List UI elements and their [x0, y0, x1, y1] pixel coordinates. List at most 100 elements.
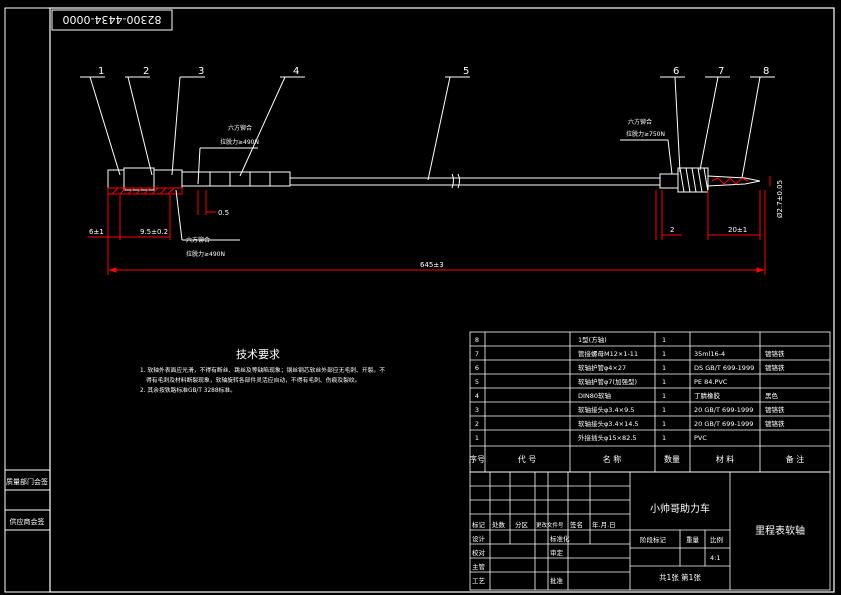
bom-header-name: 名 称 — [603, 454, 622, 464]
tb-scale: 比例 — [710, 535, 723, 544]
svg-text:PE 84.PVC: PE 84.PVC — [694, 378, 728, 386]
balloon-7: 7 — [718, 66, 724, 77]
svg-text:8: 8 — [475, 336, 479, 344]
svg-text:DS GB/T 699-1999: DS GB/T 699-1999 — [694, 364, 754, 372]
svg-text:软轴护管φ4×27: 软轴护管φ4×27 — [578, 363, 626, 372]
svg-text:丁腈橡胶: 丁腈橡胶 — [694, 391, 721, 400]
bom-header-code: 代 号 — [518, 454, 537, 464]
tb-change-doc: 更改文件号 — [536, 521, 564, 529]
svg-text:35ml16-4: 35ml16-4 — [694, 350, 725, 358]
hex-note-bottom-1: 六方铆合 — [186, 236, 210, 244]
svg-text:4: 4 — [475, 392, 479, 400]
svg-text:2: 2 — [475, 420, 479, 428]
svg-text:1: 1 — [662, 420, 666, 428]
bom-row: 8 1型(方轴) 1 — [475, 335, 666, 344]
bom-row: 7 管接螺母M12×1-11 1 35ml16-4 镀铬铁 — [475, 349, 785, 358]
tb-process: 工艺 — [472, 577, 486, 585]
svg-text:DIN80软轴: DIN80软轴 — [578, 391, 612, 400]
tech-line-1: 1. 软轴外表面应光滑，不得有断丝、跳丝及等缺陷现象；钢丝钢芯软丝外部应无毛刺、… — [140, 366, 385, 374]
tb-design: 设计 — [472, 534, 486, 543]
tb-manager: 主管 — [472, 562, 486, 571]
balloon-3: 3 — [198, 66, 204, 77]
svg-text:7: 7 — [475, 350, 479, 358]
svg-text:1: 1 — [662, 406, 666, 414]
tube-end-6 — [659, 173, 679, 189]
hex-note-right-1: 六方铆合 — [628, 118, 652, 126]
svg-text:6: 6 — [475, 364, 479, 372]
side-box-top — [4, 469, 51, 491]
dimension-lines — [88, 176, 771, 275]
balloon-6: 6 — [673, 66, 679, 77]
drawing-number-box — [51, 9, 173, 31]
svg-text:镀铬铁: 镀铬铁 — [765, 363, 785, 372]
svg-text:1: 1 — [662, 336, 666, 344]
bom-row: 3 软轴接头φ3.4×9.5 1 20 GB/T 699-1999 镀铬铁 — [475, 405, 785, 414]
balloon-4: 4 — [293, 66, 299, 77]
tb-part-name: 里程表软轴 — [755, 524, 805, 537]
bom-row: 2 软轴接头φ3.4×14.5 1 20 GB/T 699-1999 镀铬铁 — [475, 419, 785, 428]
dim-6: 6±1 — [89, 228, 104, 236]
balloon-labels: 1 2 3 4 5 6 7 8 — [98, 66, 769, 77]
svg-text:20 GB/T 699-1999: 20 GB/T 699-1999 — [694, 406, 753, 414]
bom-header-remark: 备 注 — [786, 454, 805, 464]
tb-company: 小帅哥助力车 — [650, 502, 710, 515]
square-shaft-8 — [707, 175, 761, 187]
break-mark — [451, 173, 460, 189]
dim-20: 20±1 — [728, 226, 747, 234]
svg-text:1: 1 — [662, 364, 666, 372]
dim-0-5: 0.5 — [218, 209, 229, 217]
hex-note-top-2: 拉脱力≥490N — [220, 138, 259, 146]
svg-text:1: 1 — [662, 350, 666, 358]
drawing-number: 82300-4434-0000 — [63, 13, 162, 26]
svg-text:3: 3 — [475, 406, 479, 414]
bom-header: 序号 代 号 名 称 数量 材 料 备 注 — [469, 454, 804, 464]
svg-text:1: 1 — [662, 378, 666, 386]
svg-text:镀铬铁: 镀铬铁 — [765, 349, 785, 358]
side-box-bottom — [4, 509, 51, 531]
hex-note-right-2: 拉脱力≥750N — [626, 130, 665, 138]
tech-line-2: 得有毛刺及材料断裂现象，软轴旋转各部件灵活应自动，不得有毛刺、伤痕及裂纹。 — [146, 376, 361, 384]
svg-text:1: 1 — [662, 434, 666, 442]
svg-text:软轴接头φ3.4×9.5: 软轴接头φ3.4×9.5 — [578, 405, 634, 414]
tb-standardize: 标准化 — [550, 534, 570, 543]
tb-scale-value: 4:1 — [710, 554, 720, 562]
dim-2: 2 — [670, 226, 674, 234]
svg-text:镀铬铁: 镀铬铁 — [765, 405, 785, 414]
balloon-8: 8 — [763, 66, 769, 77]
connector-3 — [153, 169, 183, 189]
tb-approve: 批准 — [550, 576, 564, 585]
tb-stage-mark: 阶段标记 — [640, 535, 667, 544]
bom-row: 1 外接插头φ15×82.5 1 PVC — [475, 433, 707, 442]
svg-text:20 GB/T 699-1999: 20 GB/T 699-1999 — [694, 420, 753, 428]
connector-2 — [123, 167, 155, 191]
svg-text:软轴接头φ3.4×14.5: 软轴接头φ3.4×14.5 — [578, 419, 639, 428]
hex-note-top-1: 六方铆合 — [228, 124, 252, 132]
tb-sheets: 共1张 第1张 — [659, 572, 701, 582]
bom-row: 4 DIN80软轴 1 丁腈橡胶 黑色 — [475, 391, 779, 400]
svg-text:外接插头φ15×82.5: 外接插头φ15×82.5 — [578, 433, 636, 442]
svg-text:1: 1 — [662, 392, 666, 400]
bom-header-material: 材 料 — [716, 454, 735, 464]
title-block-grid — [469, 471, 831, 591]
bom-row: 5 软轴护管φ7(加强型) 1 PE 84.PVC — [475, 377, 728, 386]
tech-line-3: 2. 其余按铁路标准GB/T 3288标准。 — [140, 386, 236, 394]
technical-requirements: 技术要求 1. 软轴外表面应光滑，不得有断丝、跳丝及等缺陷现象；钢丝钢芯软丝外部… — [140, 348, 385, 394]
tb-count: 处数 — [492, 520, 506, 529]
svg-text:黑色: 黑色 — [765, 391, 779, 400]
side-label-supplier: 供应商会签 — [10, 517, 45, 526]
svg-text:管接螺母M12×1-11: 管接螺母M12×1-11 — [578, 349, 638, 358]
svg-text:PVC: PVC — [694, 434, 707, 442]
balloon-5: 5 — [463, 66, 469, 77]
svg-text:1型(方轴): 1型(方轴) — [578, 335, 607, 344]
balloon-1: 1 — [98, 66, 104, 77]
tb-check: 校对 — [472, 548, 486, 557]
svg-text:镀铬铁: 镀铬铁 — [765, 419, 785, 428]
title-block-labels: 标记 处数 分区 更改文件号 签名 年.月.日 设计 标准化 校对 审定 主管 … — [472, 520, 723, 585]
tb-marks: 标记 — [472, 520, 486, 529]
svg-text:1: 1 — [475, 434, 479, 442]
protective-tube-4 — [181, 171, 291, 187]
tb-review: 审定 — [550, 548, 564, 557]
tech-title: 技术要求 — [236, 348, 280, 361]
svg-text:5: 5 — [475, 378, 479, 386]
